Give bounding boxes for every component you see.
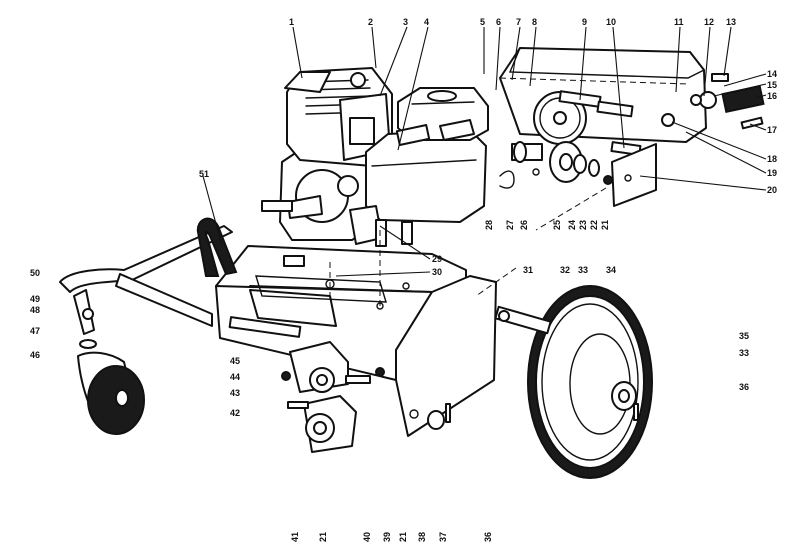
- callout-30: 30: [432, 267, 442, 277]
- callout-9: 9: [582, 17, 587, 27]
- callout-27: 27: [505, 220, 515, 230]
- callout-43: 43: [230, 388, 240, 398]
- engine: [261, 67, 489, 247]
- callout-37: 37: [438, 532, 448, 542]
- callout-50: 50: [30, 268, 40, 278]
- callout-51: 51: [199, 169, 209, 179]
- callout-8: 8: [532, 17, 537, 27]
- callout-20: 20: [767, 185, 777, 195]
- callout-5: 5: [480, 17, 485, 27]
- callout-28: 28: [484, 220, 494, 230]
- callout-42: 42: [230, 408, 240, 418]
- callout-36-lower: 36: [483, 532, 493, 542]
- callout-25: 25: [552, 220, 562, 230]
- callout-47: 47: [30, 326, 40, 336]
- callout-41: 41: [290, 532, 300, 542]
- callout-18: 18: [767, 154, 777, 164]
- callout-12: 12: [704, 17, 714, 27]
- callout-14: 14: [767, 69, 777, 79]
- callout-19: 19: [767, 168, 777, 178]
- callout-7: 7: [516, 17, 521, 27]
- callout-1: 1: [289, 17, 294, 27]
- alignment-lines: [329, 187, 607, 310]
- main-frame: [215, 245, 497, 437]
- callout-21-bottom: 21: [318, 532, 328, 542]
- callout-33-upper: 33: [578, 265, 588, 275]
- callout-26: 26: [519, 220, 529, 230]
- callout-23: 23: [578, 220, 588, 230]
- callout-16: 16: [767, 91, 777, 101]
- callout-17: 17: [767, 125, 777, 135]
- callout-labels: 1 2 3 4 5 6 7 8 9 10 11 12 13 14 15 16 1…: [30, 17, 777, 542]
- callout-24: 24: [567, 220, 577, 230]
- callout-35: 35: [739, 331, 749, 341]
- callout-2: 2: [368, 17, 373, 27]
- callout-48: 48: [30, 305, 40, 315]
- callout-36-right: 36: [739, 382, 749, 392]
- chain-guard-assembly: [499, 47, 765, 207]
- drive-wheel: [494, 285, 653, 479]
- pulley-stack: [499, 141, 613, 189]
- callout-46: 46: [30, 350, 40, 360]
- callout-15: 15: [767, 80, 777, 90]
- callout-3: 3: [403, 17, 408, 27]
- callout-33-right: 33: [739, 348, 749, 358]
- callout-21-lower: 21: [398, 532, 408, 542]
- callout-34: 34: [606, 265, 616, 275]
- callout-45: 45: [230, 356, 240, 366]
- callout-40: 40: [362, 532, 372, 542]
- callout-4: 4: [424, 17, 429, 27]
- callout-29: 29: [432, 254, 442, 264]
- callout-39: 39: [382, 532, 392, 542]
- callout-13: 13: [726, 17, 736, 27]
- callout-21-upper: 21: [600, 220, 610, 230]
- callout-49: 49: [30, 294, 40, 304]
- callout-6: 6: [496, 17, 501, 27]
- handle-and-caster: [59, 217, 238, 435]
- callout-22: 22: [589, 220, 599, 230]
- callout-31: 31: [523, 265, 533, 275]
- callout-11: 11: [674, 17, 684, 27]
- callout-38: 38: [417, 532, 427, 542]
- callout-10: 10: [606, 17, 616, 27]
- callout-44: 44: [230, 372, 240, 382]
- leader-lines: [202, 26, 767, 277]
- callout-32: 32: [560, 265, 570, 275]
- idler-brackets: [281, 341, 639, 453]
